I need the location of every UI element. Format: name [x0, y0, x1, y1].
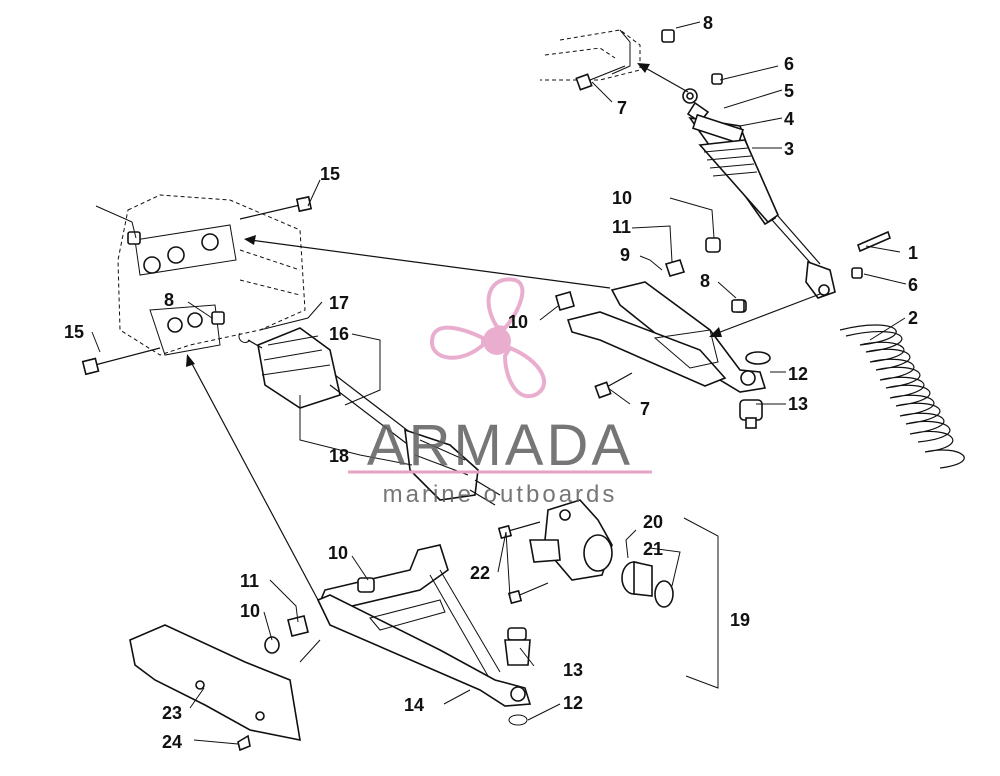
- callout-17: 17: [329, 293, 349, 313]
- coil-spring: [839, 324, 965, 469]
- callout-20: 20: [643, 512, 663, 532]
- callout-10-lower-top: 10: [328, 543, 348, 563]
- shock-bushing-bottom: [851, 267, 863, 279]
- callout-7-top: 7: [617, 98, 627, 118]
- callout-19: 19: [730, 610, 750, 630]
- callout-18: 18: [329, 446, 349, 466]
- lower-ball-joint: [504, 627, 531, 726]
- callout-10-upper-right: 10: [612, 188, 632, 208]
- callout-12-upper: 12: [788, 364, 808, 384]
- watermark-title: ARMADA: [367, 413, 633, 478]
- shock-absorber: [682, 88, 836, 299]
- callout-6-top: 6: [784, 54, 794, 74]
- a-arm-guard: [129, 624, 301, 752]
- callout-5: 5: [784, 81, 794, 101]
- leader-lines: [91, 21, 907, 745]
- callout-11-upper: 11: [612, 217, 631, 237]
- frame-upper-mount: [540, 29, 641, 81]
- assembly-arrows: [186, 63, 821, 663]
- callout-labels: 1 2 3 4 5 6 6 7 7 8 8 8 9 10 10 10 10 11…: [64, 13, 918, 752]
- watermark-subtitle: marine outboards: [383, 481, 618, 508]
- callout-8-right: 8: [700, 271, 710, 291]
- watermark: ARMADA marine outboards: [348, 277, 652, 508]
- callout-10-lower-left: 10: [240, 601, 260, 621]
- callout-8-left: 8: [164, 290, 174, 310]
- callout-4: 4: [784, 109, 794, 129]
- cv-drive-axle: [247, 327, 501, 506]
- callout-6-bottom: 6: [908, 275, 918, 295]
- callout-1: 1: [908, 243, 918, 263]
- lower-a-arm: [316, 544, 532, 707]
- shock-bushing-top: [711, 73, 723, 85]
- callout-13-lower: 13: [563, 660, 583, 680]
- callout-10-upper-mid: 10: [508, 312, 528, 332]
- callout-7-mid: 7: [640, 399, 650, 419]
- upper-ball-joint: [739, 351, 771, 429]
- callout-9: 9: [620, 245, 630, 265]
- callout-2: 2: [908, 308, 918, 328]
- fasteners: [81, 29, 745, 605]
- lower-arm-bushings: [264, 577, 375, 654]
- callout-12-lower: 12: [563, 693, 583, 713]
- callout-15-top: 15: [320, 164, 340, 184]
- callout-24: 24: [162, 732, 182, 752]
- callout-15-bottom: 15: [64, 322, 84, 342]
- callout-14: 14: [404, 695, 424, 715]
- upper-a-arm: [566, 281, 767, 393]
- spring-retainer-clip: [857, 230, 891, 253]
- callout-22: 22: [470, 563, 490, 583]
- callout-23: 23: [162, 703, 182, 723]
- bearing-snap-ring: [654, 580, 674, 608]
- callout-13-upper: 13: [788, 394, 808, 414]
- axle-circlip: [238, 332, 251, 343]
- propeller-logo-icon: [430, 277, 547, 399]
- callout-3: 3: [784, 139, 794, 159]
- wheel-bearing: [621, 561, 653, 597]
- callout-16: 16: [329, 324, 349, 344]
- callout-8-top: 8: [703, 13, 713, 33]
- callout-11-lower: 11: [240, 571, 259, 591]
- frame-left-mount: [117, 194, 306, 356]
- callout-21: 21: [643, 539, 663, 559]
- steering-knuckle: [529, 499, 613, 581]
